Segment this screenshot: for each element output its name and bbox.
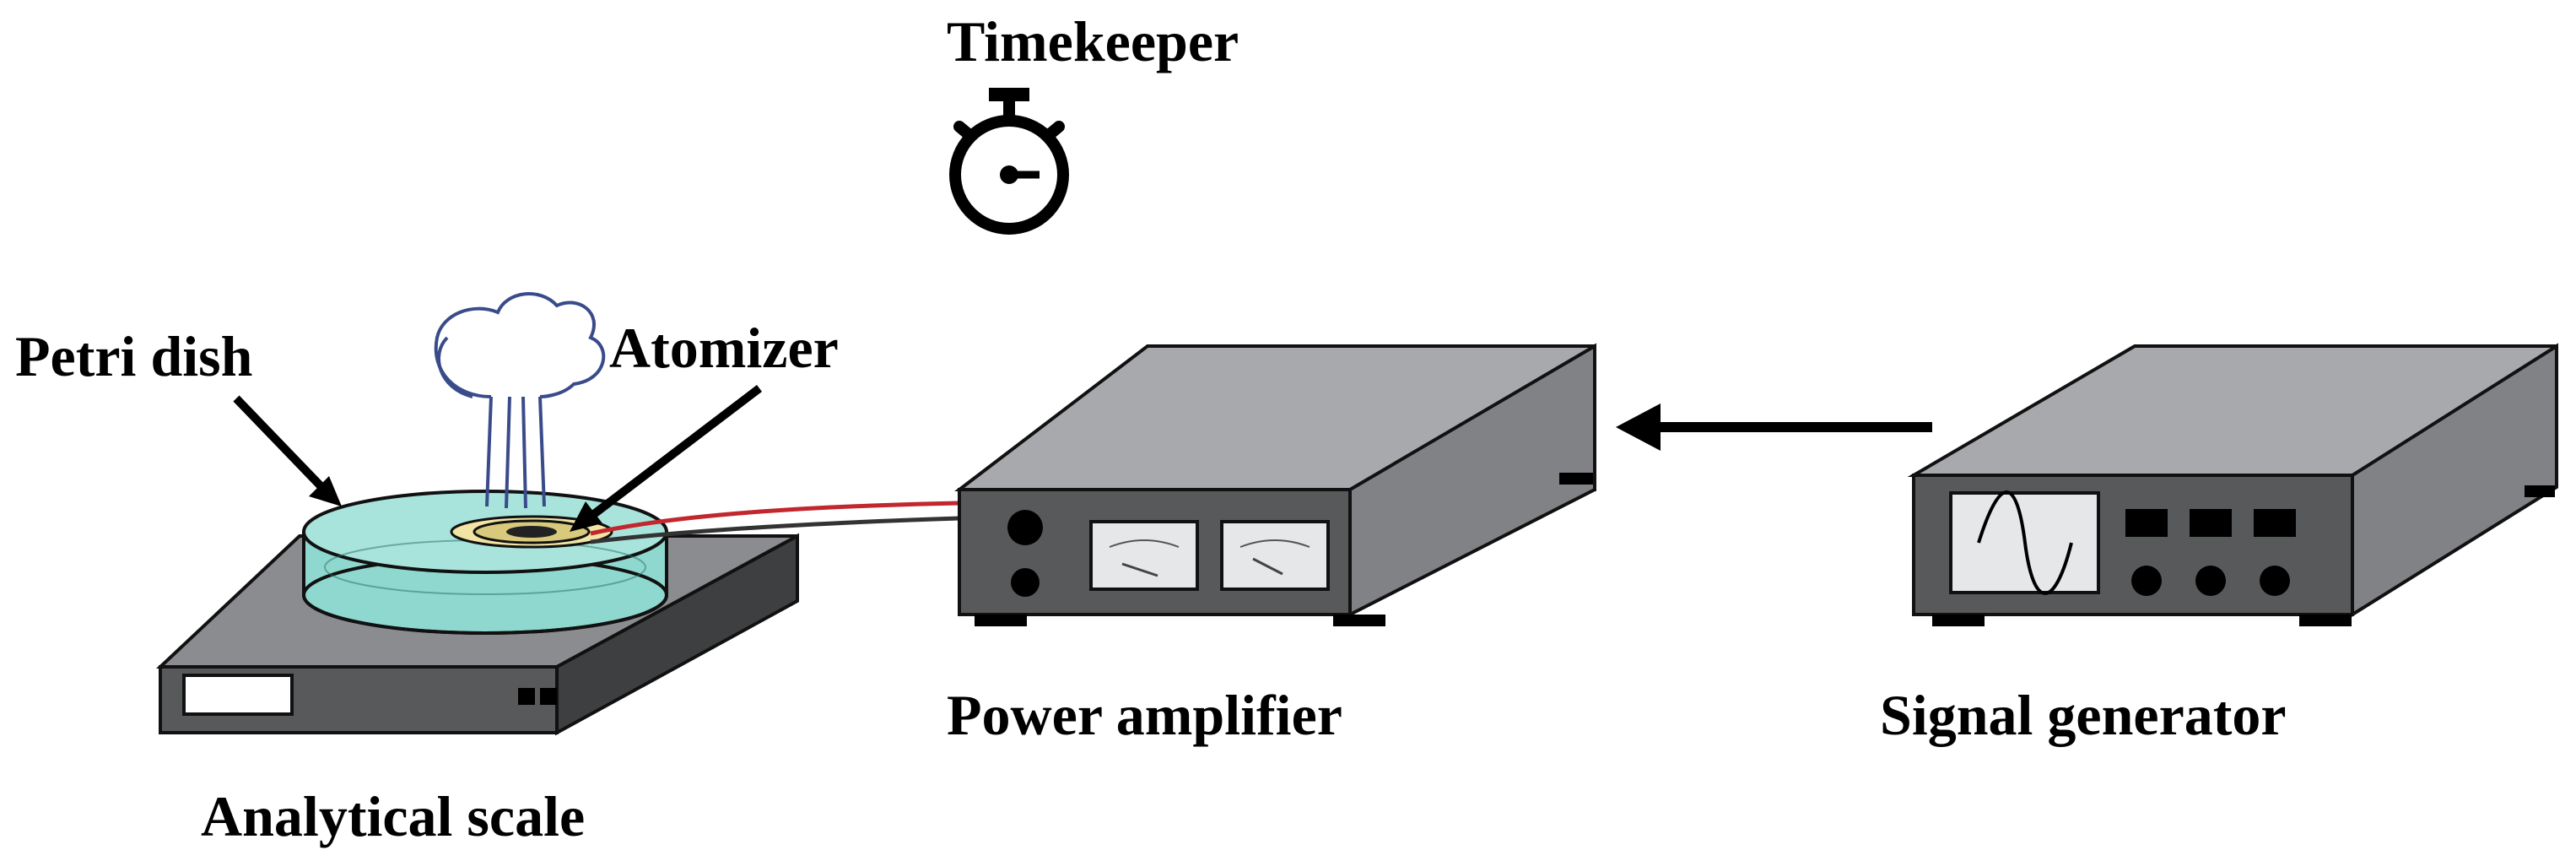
timekeeper-label: Timekeeper bbox=[947, 9, 1239, 73]
analog-meter bbox=[1220, 520, 1330, 591]
generator-knob bbox=[2195, 566, 2226, 596]
atomizer-disc bbox=[450, 515, 613, 549]
generator-switch bbox=[2125, 509, 2168, 537]
signal-arrow bbox=[1616, 403, 1932, 451]
signal-generator bbox=[1907, 343, 2558, 626]
amplifier-knob-small bbox=[1011, 568, 1040, 597]
analog-meter bbox=[1089, 520, 1199, 591]
generator-knob bbox=[2260, 566, 2290, 596]
mist-plume bbox=[434, 292, 606, 509]
analytical-scale-label: Analytical scale bbox=[201, 784, 585, 848]
sine-wave-icon bbox=[1949, 490, 2100, 595]
wires bbox=[590, 501, 960, 544]
atomizer-pointer-arrow bbox=[570, 385, 763, 532]
petri-dish bbox=[302, 490, 668, 635]
petri-dish-label: Petri dish bbox=[15, 324, 252, 388]
atomizer-label: Atomizer bbox=[609, 316, 839, 380]
stopwatch-icon bbox=[949, 88, 1069, 235]
petri-dish-pointer-arrow bbox=[233, 395, 342, 506]
generator-switch bbox=[2254, 509, 2296, 537]
scale-display bbox=[182, 674, 294, 716]
signal-generator-label: Signal generator bbox=[1880, 683, 2287, 747]
generator-knob bbox=[2131, 566, 2162, 596]
power-amplifier-label: Power amplifier bbox=[947, 683, 1342, 747]
amplifier-knob-large bbox=[1007, 510, 1043, 545]
scale-button bbox=[540, 688, 557, 705]
power-amplifier bbox=[954, 343, 1596, 626]
generator-switch bbox=[2190, 509, 2232, 537]
scale-button bbox=[518, 688, 535, 705]
